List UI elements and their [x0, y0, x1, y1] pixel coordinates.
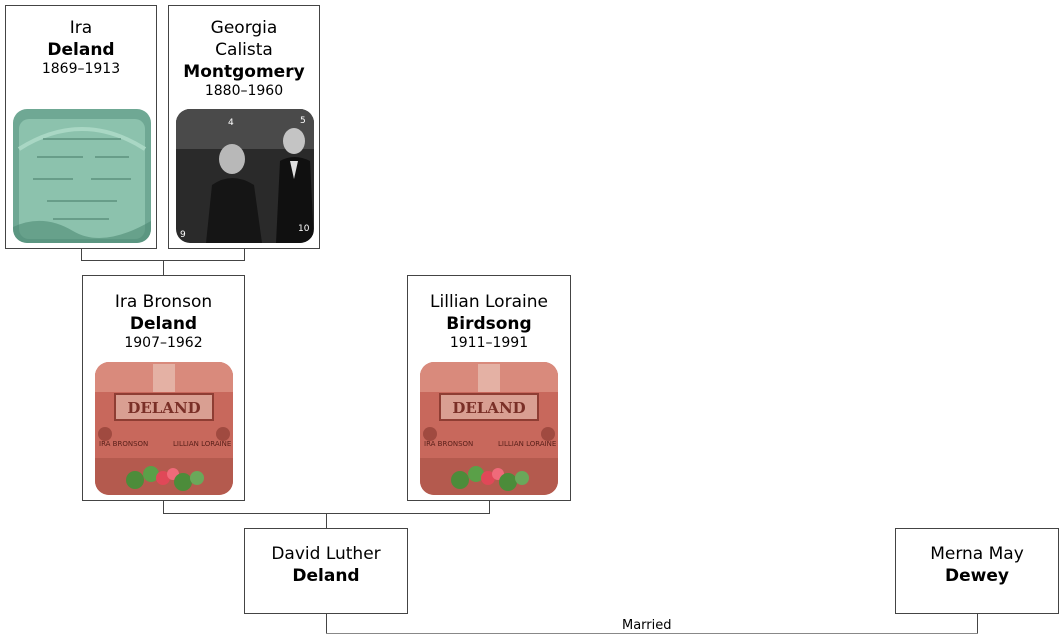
- given-name: Ira: [69, 18, 93, 38]
- surname: Deland: [292, 566, 360, 586]
- given-name: Merna May: [930, 544, 1024, 564]
- marriage-connector-left: [326, 614, 327, 634]
- given-name: Lillian Loraine: [430, 292, 548, 312]
- marriage-connector-right: [977, 614, 978, 634]
- surname: Birdsong: [446, 314, 532, 334]
- photo-label-5: 5: [300, 116, 306, 126]
- connector-parents-vertical-right: [244, 249, 245, 260]
- deland-headstone-photo: DELAND IRA BRONSON LILLIAN LORAINE: [95, 362, 233, 495]
- photo-label-9: 9: [180, 230, 186, 240]
- headstone-surname: DELAND: [127, 399, 200, 417]
- person-card-ira-bronson-deland[interactable]: Ira Bronson Deland 1907–1962 DELAND IRA …: [82, 275, 245, 501]
- headstone-left-name: IRA BRONSON: [424, 440, 473, 448]
- connector-child-vertical: [163, 260, 164, 275]
- surname: Deland: [129, 314, 198, 334]
- person-card-georgia-montgomery[interactable]: Georgia Calista Montgomery 1880–1960 4 5…: [168, 5, 320, 249]
- middle-name: Calista: [215, 40, 273, 60]
- headstone-right-name: LILLIAN LORAINE: [173, 440, 231, 448]
- person-card-lillian-loraine-birdsong[interactable]: Lillian Loraine Birdsong 1911–1991 DELAN…: [407, 275, 571, 501]
- surname: Montgomery: [183, 62, 305, 82]
- photo-label-10: 10: [298, 224, 310, 234]
- headstone-left-name: IRA BRONSON: [99, 440, 148, 448]
- surname: Deland: [47, 40, 115, 60]
- connector-parents-vertical-left: [163, 501, 164, 513]
- headstone-surname: DELAND: [452, 399, 525, 417]
- headstone-right-name: LILLIAN LORAINE: [498, 440, 556, 448]
- photo-label-4: 4: [228, 118, 234, 128]
- relationship-label: Married: [622, 618, 672, 633]
- gravestone-photo: [13, 109, 151, 243]
- person-card-ira-deland[interactable]: Ira Deland 1869–1913: [5, 5, 157, 249]
- marriage-connector-horizontal: [326, 633, 978, 634]
- connector-parents-vertical-right: [489, 501, 490, 513]
- life-dates: 1880–1960: [204, 83, 284, 99]
- person-card-david-luther-deland[interactable]: David Luther Deland: [244, 528, 408, 614]
- family-portrait-photo: 4 5 9 10: [176, 109, 314, 243]
- life-dates: 1907–1962: [124, 335, 203, 351]
- person-card-merna-may-dewey[interactable]: Merna May Dewey: [895, 528, 1059, 614]
- life-dates: 1869–1913: [41, 61, 121, 77]
- given-name: David Luther: [271, 544, 381, 564]
- life-dates: 1911–1991: [449, 335, 529, 351]
- given-name: Georgia: [210, 18, 278, 38]
- deland-headstone-photo: DELAND IRA BRONSON LILLIAN LORAINE: [420, 362, 558, 495]
- connector-parents-vertical-left: [81, 249, 82, 260]
- connector-child-vertical: [326, 513, 327, 528]
- surname: Dewey: [945, 566, 1009, 586]
- given-name: Ira Bronson: [114, 292, 213, 312]
